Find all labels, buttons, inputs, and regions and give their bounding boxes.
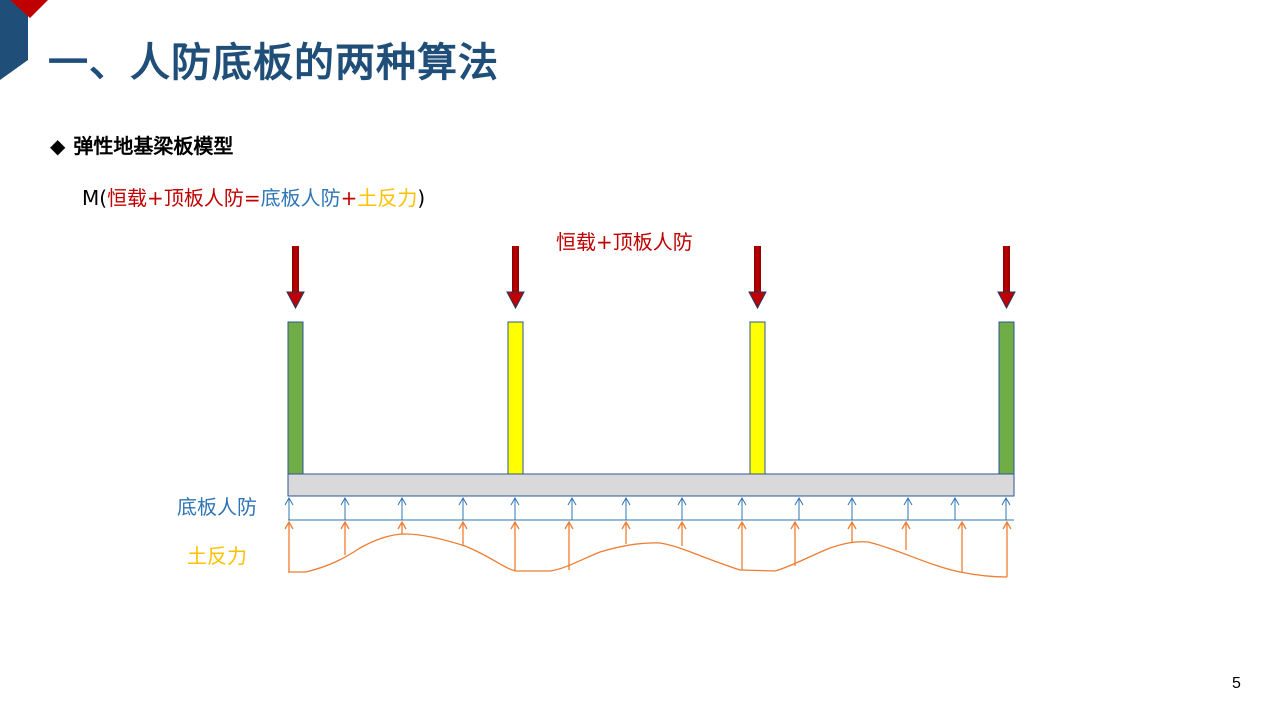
top-load-label: 恒载+顶板人防	[556, 230, 693, 254]
blast-arrow-12	[903, 496, 913, 520]
load-arrow-1	[286, 246, 305, 310]
column-middle-2	[749, 321, 766, 475]
page-title: 一、人防底板的两种算法	[48, 40, 499, 86]
blast-arrow-2	[340, 496, 350, 520]
blast-arrow-4	[458, 496, 468, 520]
blast-arrow-10	[794, 496, 804, 520]
blast-arrow-8	[677, 496, 687, 520]
formula-equals: =	[243, 186, 261, 210]
formula-load: 恒载+顶板人防	[107, 186, 244, 210]
formula-soil: 土反力	[357, 186, 418, 210]
blast-arrow-11	[847, 496, 857, 520]
formula-suffix: )	[417, 186, 426, 210]
soil-arrow-6	[564, 520, 574, 570]
corner-decoration	[0, 0, 48, 80]
blast-arrow-9	[737, 496, 747, 520]
soil-reaction-curve	[288, 533, 1008, 578]
edge-wall-right	[998, 321, 1015, 475]
load-arrow-3	[748, 246, 767, 310]
soil-arrow-1	[284, 520, 294, 572]
load-arrow-4	[997, 246, 1016, 310]
blast-arrow-14	[1001, 496, 1011, 520]
soil-arrow-9	[737, 520, 747, 570]
blast-arrow-1	[284, 496, 294, 520]
soil-arrow-13	[957, 520, 967, 572]
soil-arrow-12	[901, 520, 911, 550]
blast-arrow-13	[950, 496, 960, 520]
soil-reaction	[284, 520, 1012, 578]
blast-pressure-arrows	[284, 496, 1014, 521]
blast-arrow-7	[621, 496, 631, 520]
soil-reaction-label: 土反力	[187, 544, 247, 568]
soil-arrow-5	[510, 520, 520, 571]
column-middle-1	[507, 321, 524, 475]
soil-arrow-7	[621, 520, 631, 544]
diamond-bullet-icon: ◆	[50, 134, 66, 158]
formula-blast: 底板人防	[260, 186, 341, 210]
soil-arrow-3	[397, 520, 407, 534]
blast-arrow-5	[510, 496, 520, 520]
soil-arrow-11	[847, 520, 857, 542]
load-arrow-2	[506, 246, 525, 310]
base-slab	[287, 473, 1015, 497]
soil-arrow-10	[790, 520, 800, 566]
page-number: 5	[1232, 675, 1241, 692]
soil-arrow-2	[340, 520, 350, 555]
blast-arrow-3	[397, 496, 407, 520]
soil-arrow-14	[1002, 520, 1012, 577]
blast-arrow-6	[567, 496, 577, 520]
soil-arrow-4	[458, 520, 468, 546]
formula-plus: +	[340, 186, 358, 210]
soil-arrow-8	[677, 520, 687, 546]
formula: M(恒载+顶板人防=底板人防+土反力)	[82, 182, 425, 211]
formula-prefix: M(	[82, 186, 108, 210]
blast-load-label: 底板人防	[177, 495, 257, 519]
bullet-item: ◆ 弹性地基梁板模型	[50, 130, 233, 159]
edge-wall-left	[287, 321, 304, 475]
bullet-text: 弹性地基梁板模型	[73, 134, 234, 158]
